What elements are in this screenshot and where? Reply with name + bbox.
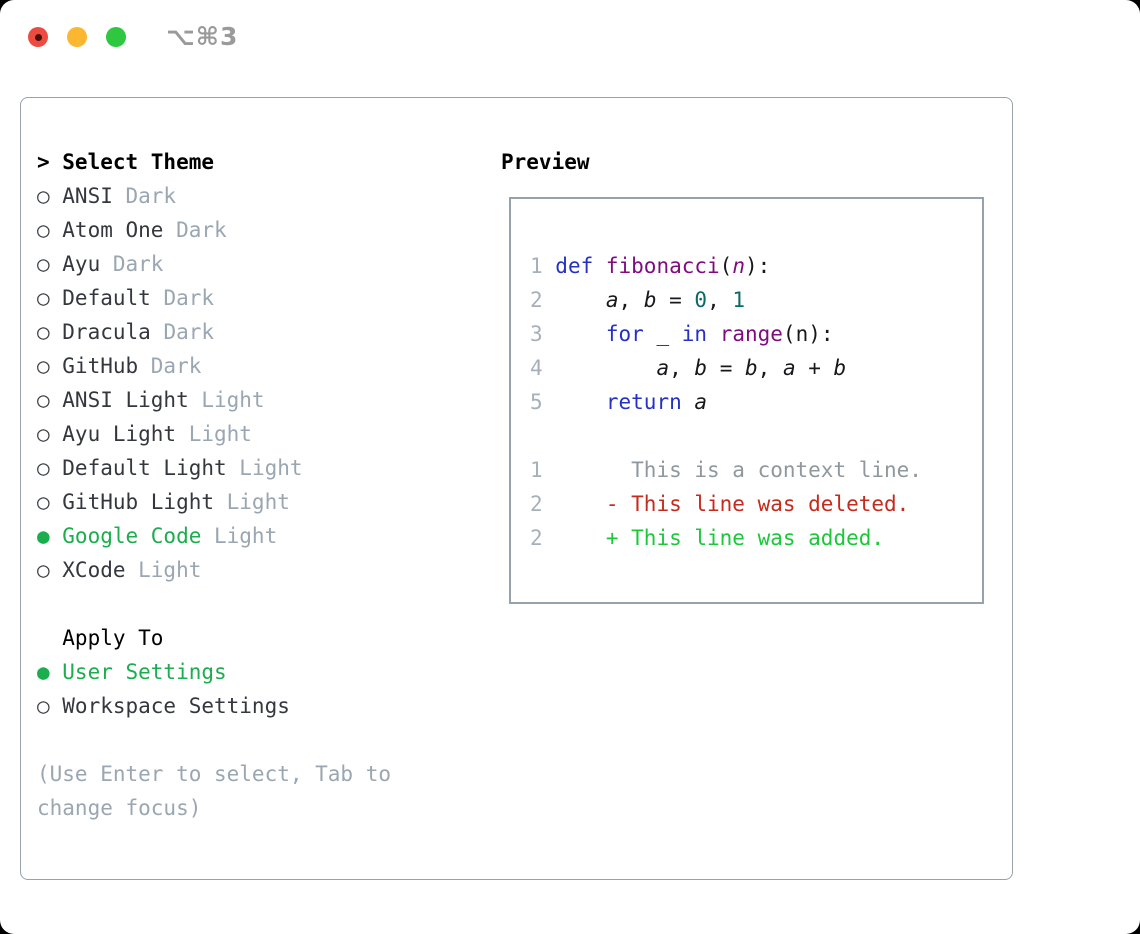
radio-icon: ○ [37,354,50,378]
radio-icon: ○ [37,388,50,412]
apply-to-title-row: Apply To [37,621,481,655]
theme-name: Atom One [62,218,164,242]
line-number: 2 [530,288,556,312]
theme-option-dracula-dark[interactable]: ○ Dracula Dark [37,315,481,349]
radio-icon: ○ [37,558,50,582]
line-number: 4 [530,356,556,380]
radio-icon: ○ [37,286,50,310]
preview-code: 1 def fibonacci(n): 2 a, b = 0, 1 3 for _ … [530,249,974,555]
code-line: 2 - This line was deleted. [530,492,910,516]
code-line: 2 + This line was added. [530,526,885,550]
line-number: 2 [530,526,556,550]
theme-variant: Dark [138,354,202,378]
theme-name: Default Light [62,456,227,480]
line-number: 2 [530,492,556,516]
theme-name: GitHub [62,354,139,378]
theme-variant: Dark [112,184,177,208]
radio-icon: ○ [37,422,50,446]
theme-variant: Light [125,558,202,582]
line-number: 1 [530,458,556,482]
theme-name: Ayu [62,252,101,276]
theme-option-google-code-light[interactable]: ● Google Code Light [37,519,481,553]
theme-option-default-light-light[interactable]: ○ Default Light Light [37,451,481,485]
apply-to-title: Apply To [62,626,164,650]
apply-option-label: User Settings [62,660,227,684]
code-line: 1 This is a context line. [530,458,922,482]
radio-icon: ○ [37,694,50,718]
theme-option-ansi-light-light[interactable]: ○ ANSI Light Light [37,383,481,417]
theme-option-xcode-light[interactable]: ○ XCode Light [37,553,481,587]
theme-option-ansi-dark[interactable]: ○ ANSI Dark [37,179,481,213]
theme-name: XCode [62,558,126,582]
theme-option-ayu-light-light[interactable]: ○ Ayu Light Light [37,417,481,451]
line-number: 1 [530,254,556,278]
theme-name: ANSI Light [62,388,189,412]
theme-variant: Dark [150,320,215,344]
apply-option-user-settings[interactable]: ● User Settings [37,655,481,689]
theme-option-ayu-dark[interactable]: ○ Ayu Dark [37,247,481,281]
code-line [530,419,974,453]
radio-icon: ○ [37,184,50,208]
spacer [37,723,481,757]
theme-variant: Light [214,490,290,514]
theme-name: Dracula [62,320,151,344]
spacer [37,587,481,621]
theme-variant: Light [188,388,265,412]
theme-variant: Light [226,456,303,480]
help-text: (Use Enter to select, Tab to change focu… [37,762,404,820]
zoom-button[interactable] [106,27,126,47]
window-shortcut-label: ⌥⌘3 [166,22,239,51]
minimize-button[interactable] [67,27,87,47]
titlebar: ⌥⌘3 [0,0,1140,75]
radio-icon: ○ [37,490,50,514]
radio-selected-icon: ● [37,524,50,548]
select-theme-title-row: > Select Theme [37,145,481,179]
theme-name: Google Code [62,524,202,548]
radio-icon: ○ [37,218,50,242]
theme-option-default-dark[interactable]: ○ Default Dark [37,281,481,315]
theme-name: ANSI [62,184,113,208]
theme-name: GitHub Light [62,490,214,514]
preview-title: Preview [501,150,590,174]
code-line: 2 a, b = 0, 1 [530,288,746,312]
apply-option-workspace-settings[interactable]: ○ Workspace Settings [37,689,481,723]
close-dot-icon [34,33,42,41]
preview-box: 1 def fibonacci(n): 2 a, b = 0, 1 3 for _ … [509,197,984,604]
theme-variant: Dark [100,252,164,276]
radio-selected-icon: ● [37,660,50,684]
code-line: 5 return a [530,390,708,414]
theme-variant: Light [201,524,278,548]
code-line: 3 for _ in range(n): [530,322,834,346]
preview-column: Preview 1 def fibonacci(n): 2 a, b = 0, 1… [501,145,984,604]
theme-list: ○ ANSI Dark ○ Atom One Dark ○ Ayu Dark ○ Defaul… [37,179,481,587]
theme-selector-panel: > Select Theme ○ ANSI Dark ○ Atom One Dark ○ A… [20,97,1013,880]
code-line: 1 def fibonacci(n): [530,254,771,278]
line-number: 3 [530,322,556,346]
theme-name: Default [62,286,151,310]
theme-name: Ayu Light [62,422,177,446]
theme-variant: Dark [150,286,215,310]
apply-to-list: ● User Settings ○ Workspace Settings [37,655,481,723]
line-number: 5 [530,390,556,414]
apply-option-label: Workspace Settings [62,694,290,718]
prompt-icon: > [37,150,50,174]
theme-variant: Dark [163,218,227,242]
radio-icon: ○ [37,252,50,276]
select-theme-title: Select Theme [62,150,214,174]
theme-option-github-light-light[interactable]: ○ GitHub Light Light [37,485,481,519]
radio-icon: ○ [37,320,50,344]
theme-option-atom-one-dark[interactable]: ○ Atom One Dark [37,213,481,247]
theme-variant: Light [176,422,252,446]
theme-option-github-dark[interactable]: ○ GitHub Dark [37,349,481,383]
close-button[interactable] [28,27,48,47]
left-column: > Select Theme ○ ANSI Dark ○ Atom One Dark ○ A… [37,145,481,825]
radio-icon: ○ [37,456,50,480]
code-line: 4 a, b = b, a + b [530,356,847,380]
